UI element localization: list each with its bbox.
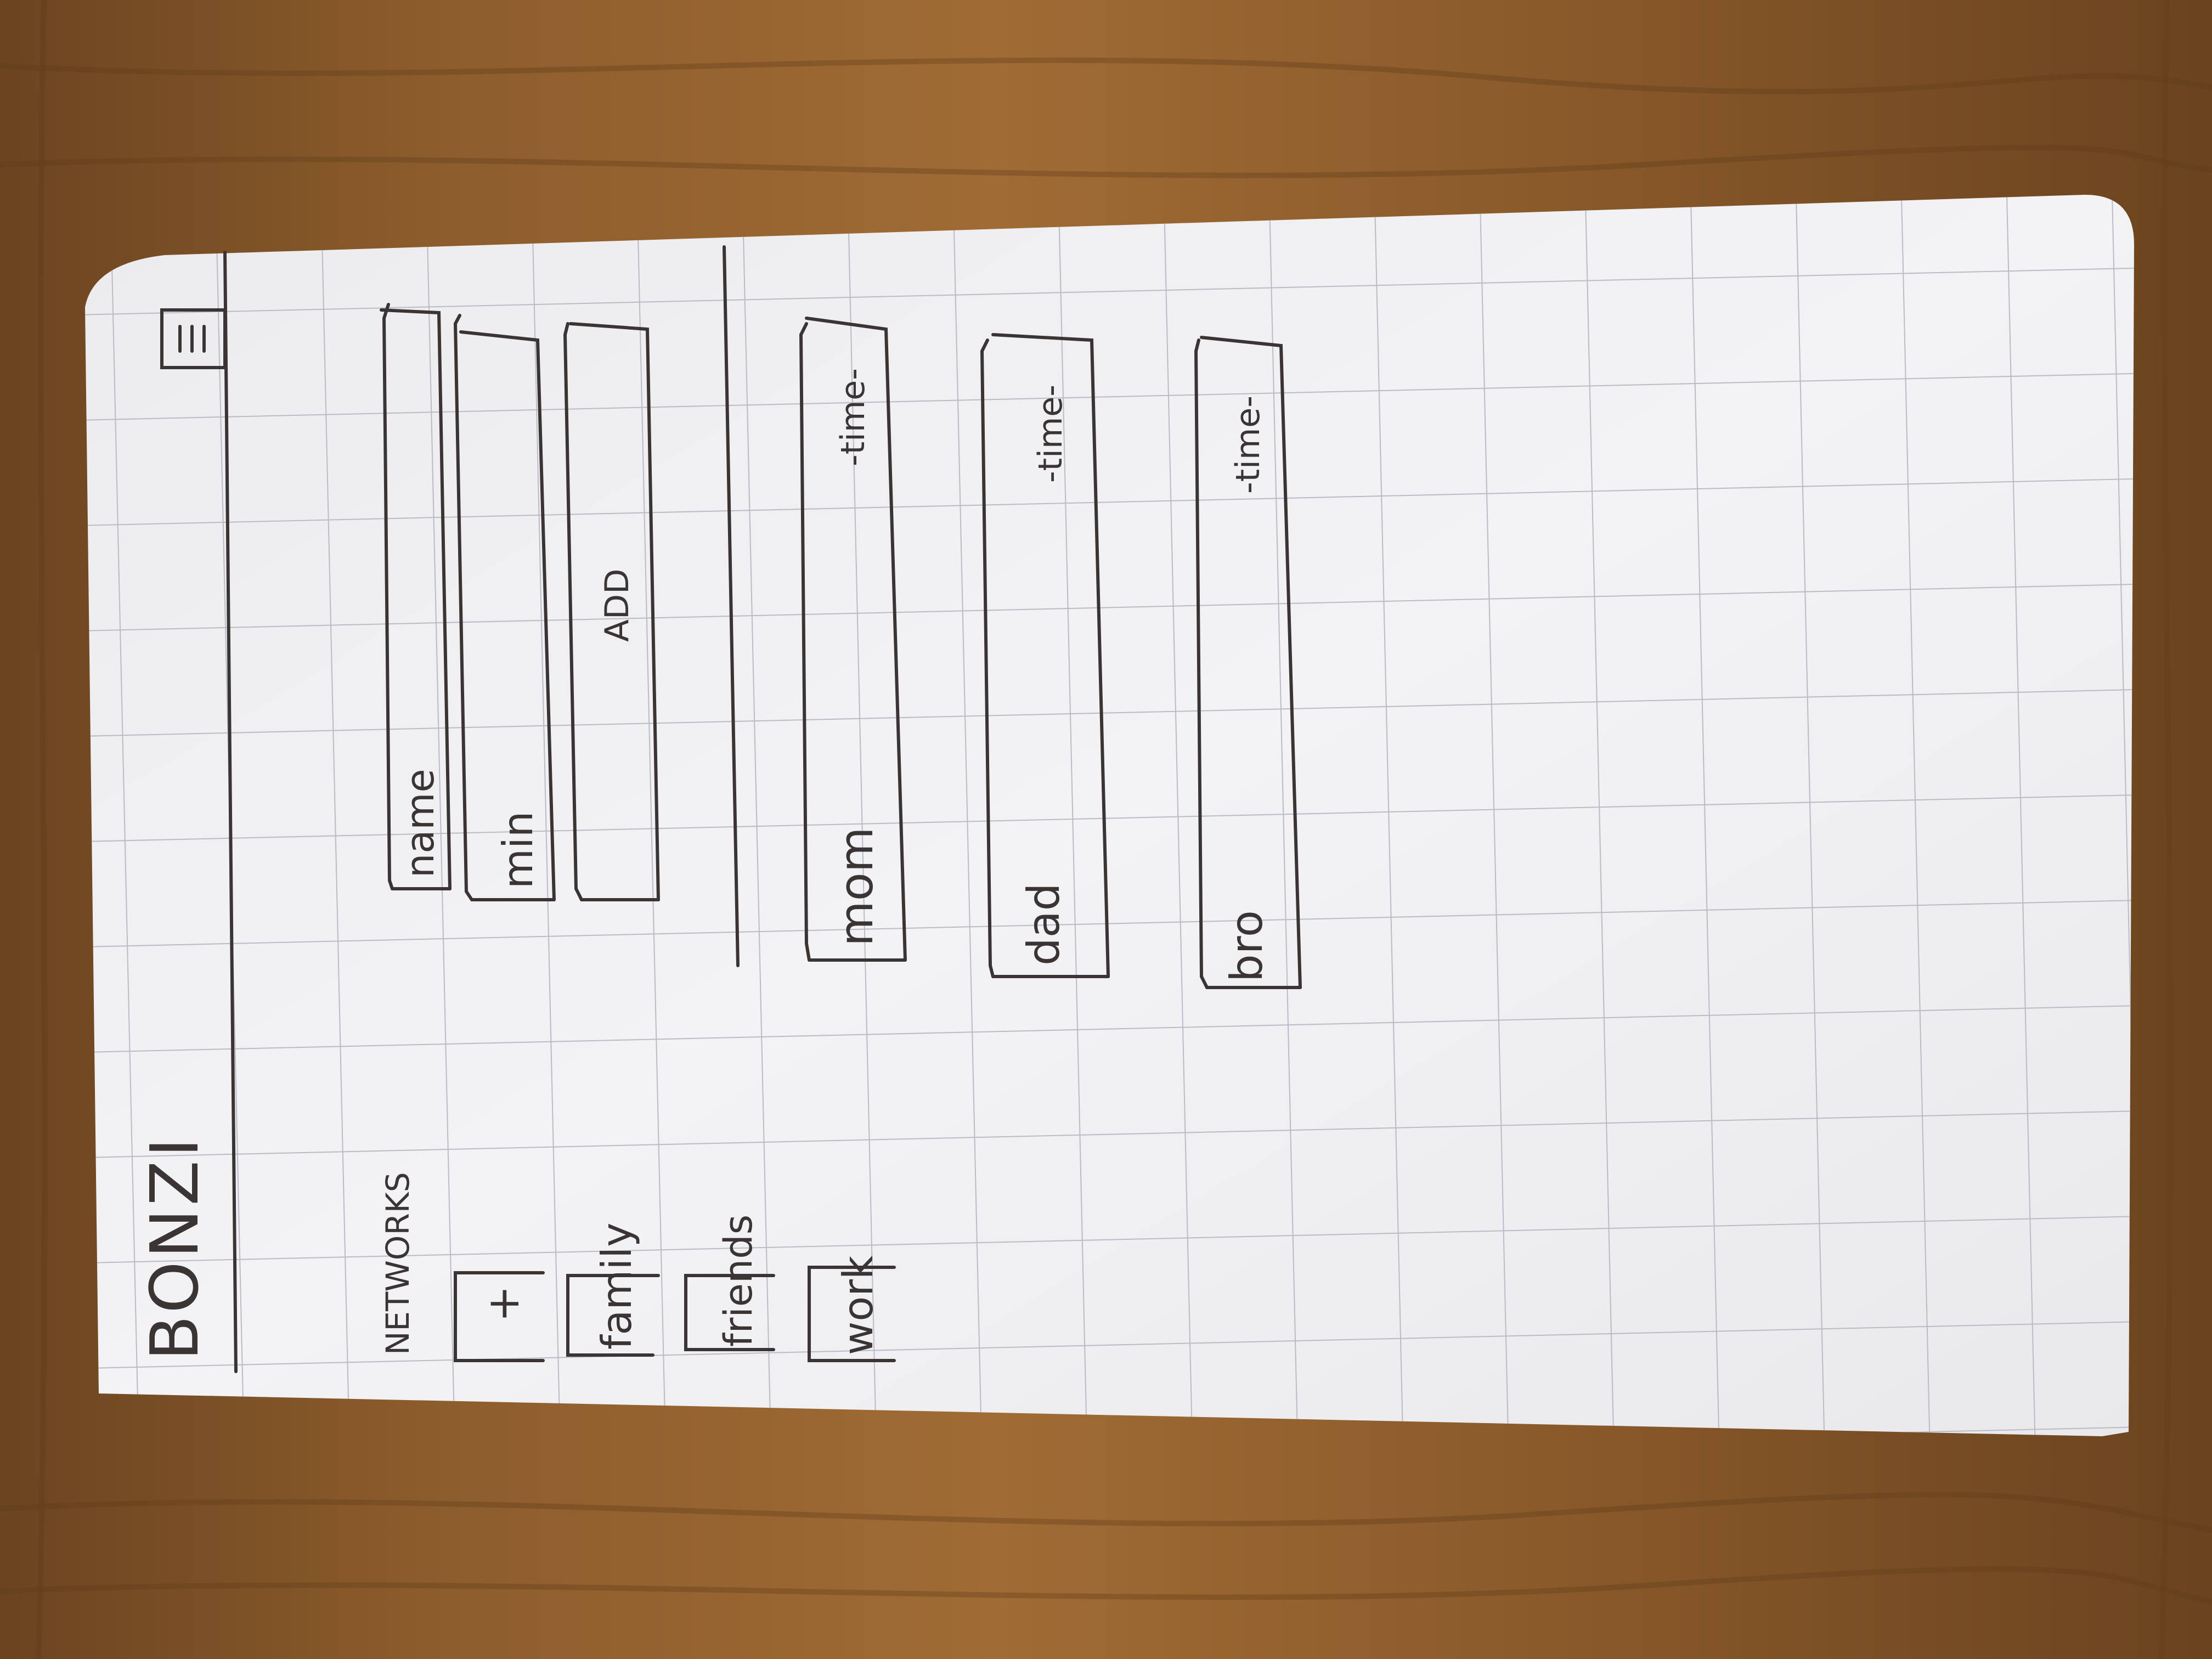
contact-bro[interactable]: bro -time- — [1194, 336, 1302, 989]
svg-text:-time-: -time- — [1031, 385, 1070, 483]
svg-text:name: name — [398, 769, 443, 878]
svg-text:dad: dad — [1018, 883, 1069, 966]
sidebar-item-work[interactable]: work — [808, 1255, 896, 1362]
add-button[interactable]: ADD — [563, 322, 660, 901]
header-divider — [223, 251, 238, 1373]
contact-mom[interactable]: mom -time- — [799, 317, 907, 962]
name-input[interactable]: name — [380, 303, 452, 890]
svg-text:-time-: -time- — [834, 368, 872, 466]
svg-text:min: min — [494, 811, 542, 889]
sidebar-item-friends[interactable]: friends — [684, 1215, 775, 1351]
svg-text:mom: mom — [830, 827, 884, 946]
svg-text:friends: friends — [716, 1215, 761, 1347]
svg-text:work: work — [834, 1255, 882, 1355]
svg-text:bro: bro — [1221, 910, 1272, 982]
contact-dad[interactable]: dad -time- — [980, 333, 1110, 978]
networks-heading: NETWORKS — [379, 1172, 416, 1355]
svg-text:+: + — [478, 1285, 529, 1322]
svg-text:family: family — [592, 1223, 641, 1350]
svg-text:ADD: ADD — [598, 569, 636, 642]
hamburger-menu-icon[interactable] — [160, 308, 227, 369]
add-network-button[interactable]: + — [454, 1271, 545, 1362]
app-title: BONZI — [137, 1135, 213, 1361]
svg-text:-time-: -time- — [1229, 396, 1267, 494]
sidebar-item-family[interactable]: family — [566, 1223, 660, 1357]
section-divider — [723, 245, 740, 967]
ui-sketch: BONZI NETWORKS + family friends work — [137, 245, 1302, 1373]
min-input[interactable]: min — [453, 314, 556, 901]
